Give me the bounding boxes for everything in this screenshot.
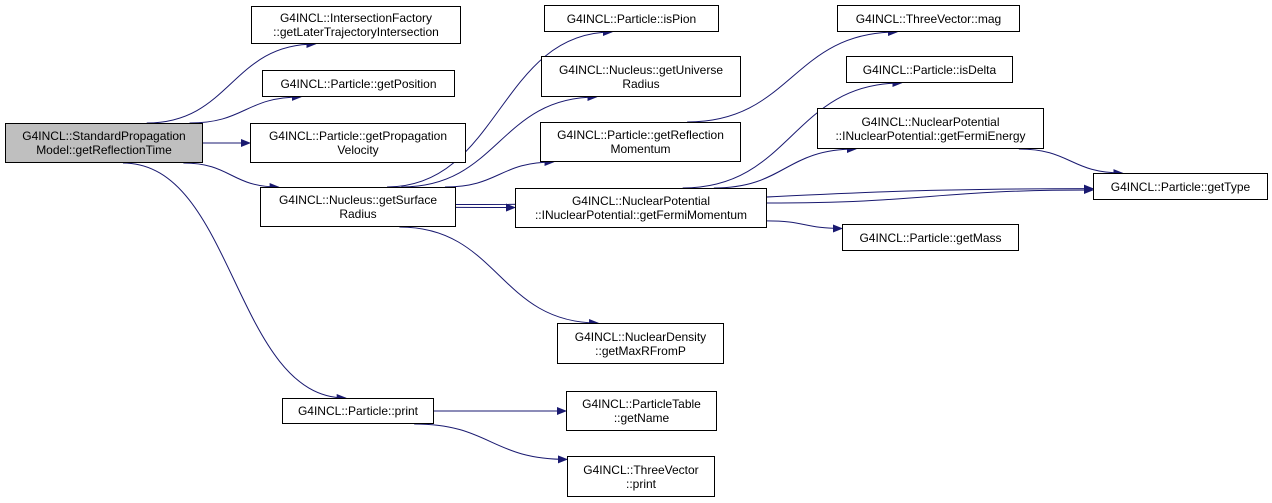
node-particle-get-position[interactable]: G4INCL::Particle::getPosition — [262, 70, 455, 97]
node-nuclear-potential-get-fermi-momentum[interactable]: G4INCL::NuclearPotential ::INuclearPoten… — [515, 188, 767, 228]
edge-fermimom-to-gettype — [766, 185, 1094, 204]
node-label-line: ::print — [625, 476, 656, 491]
edge-print-to-tvprint — [414, 423, 568, 464]
node-particle-get-mass[interactable]: G4INCL::Particle::getMass — [842, 224, 1019, 251]
node-label-line: ::getMaxRFromP — [595, 343, 686, 358]
node-label-line: G4INCL::Particle::isDelta — [862, 62, 997, 77]
node-standard-propagation-model-get-reflection-time[interactable]: G4INCL::StandardPropagation Model::getRe… — [5, 123, 203, 163]
node-label-line: G4INCL::ParticleTable — [582, 397, 701, 411]
node-label-line: G4INCL::NuclearDensity — [574, 329, 707, 344]
node-label-line: G4INCL::NuclearPotential — [571, 194, 711, 208]
node-particle-get-reflection-momentum[interactable]: G4INCL::Particle::getReflection Momentum — [540, 122, 741, 162]
edge-root-to-print — [122, 162, 347, 402]
node-label-line: Velocity — [337, 143, 379, 157]
node-particle-is-pion[interactable]: G4INCL::Particle::isPion — [544, 5, 719, 32]
node-nuclear-density-get-max-r-from-p[interactable]: G4INCL::NuclearDensity ::getMaxRFromP — [557, 323, 724, 364]
node-label-line: G4INCL::Particle::getPosition — [280, 76, 437, 91]
node-nucleus-get-surface-radius[interactable]: G4INCL::Nucleus::getSurface Radius — [260, 187, 456, 227]
edge-getsurface-to-maxr — [399, 226, 600, 327]
node-label-line: Momentum — [610, 142, 671, 156]
node-label-line: G4INCL::Particle::print — [297, 404, 419, 418]
node-label-line: G4INCL::StandardPropagation — [22, 129, 186, 143]
node-label-line: Radius — [339, 207, 377, 221]
node-label-line: ::INuclearPotential::getFermiMomentum — [534, 208, 748, 222]
node-particle-get-propagation-velocity[interactable]: G4INCL::Particle::getPropagation Velocit… — [250, 123, 466, 163]
node-label-line: G4INCL::Particle::getReflection — [557, 128, 724, 142]
node-label-line: Model::getReflectionTime — [36, 143, 172, 157]
node-label-line: G4INCL::Particle::getPropagation — [268, 129, 448, 143]
node-label-line: G4INCL::Nucleus::getUniverse — [558, 62, 724, 77]
node-particle-get-type[interactable]: G4INCL::Particle::getType — [1093, 173, 1268, 200]
edge-getsurface-to-ispion — [387, 28, 613, 188]
node-label-line: ::INuclearPotential::getFermiEnergy — [835, 128, 1026, 143]
node-label-line: G4INCL::IntersectionFactory — [279, 11, 433, 25]
node-label-line: G4INCL::ThreeVector::mag — [855, 11, 1002, 26]
edge-root-to-getsurface — [183, 162, 280, 191]
edge-root-to-getposition — [189, 93, 302, 124]
node-particle-print[interactable]: G4INCL::Particle::print — [282, 398, 434, 424]
edge-root-to-intersection — [146, 40, 317, 124]
node-label-line: G4INCL::Nucleus::getSurface — [278, 193, 438, 207]
edge-getsurface-to-getuniverse — [401, 93, 598, 188]
node-nucleus-get-universe-radius[interactable]: G4INCL::Nucleus::getUniverse Radius — [541, 56, 741, 97]
node-three-vector-mag[interactable]: G4INCL::ThreeVector::mag — [837, 5, 1020, 32]
node-intersection-factory-get-later-trajectory-intersection[interactable]: G4INCL::IntersectionFactory ::getLaterTr… — [251, 6, 461, 44]
node-label-line: G4INCL::Particle::getMass — [859, 230, 1002, 245]
edge-fermimom-to-fermienergy — [713, 145, 857, 189]
edge-getsurface-to-getreflmom — [444, 158, 555, 188]
node-three-vector-print[interactable]: G4INCL::ThreeVector ::print — [567, 456, 715, 497]
node-particle-is-delta[interactable]: G4INCL::Particle::isDelta — [846, 56, 1013, 83]
node-label-line: G4INCL::ThreeVector — [583, 462, 699, 477]
node-label-line: G4INCL::NuclearPotential — [861, 114, 1000, 129]
edge-fermimom-to-isdelta — [682, 79, 903, 189]
node-label-line: Radius — [622, 76, 660, 91]
node-label-line: ::getName — [613, 411, 670, 425]
edge-fermienergy-to-gettype — [1018, 148, 1124, 177]
node-nuclear-potential-get-fermi-energy[interactable]: G4INCL::NuclearPotential ::INuclearPoten… — [817, 108, 1044, 149]
edge-fermimom-to-getmass — [766, 220, 843, 233]
node-particle-table-get-name[interactable]: G4INCL::ParticleTable ::getName — [566, 391, 717, 431]
node-label-line: G4INCL::Particle::getType — [1110, 179, 1251, 194]
node-label-line: G4INCL::Particle::isPion — [566, 11, 697, 26]
edge-getreflmom-to-mag — [687, 28, 899, 123]
node-label-line: ::getLaterTrajectoryIntersection — [273, 25, 439, 39]
